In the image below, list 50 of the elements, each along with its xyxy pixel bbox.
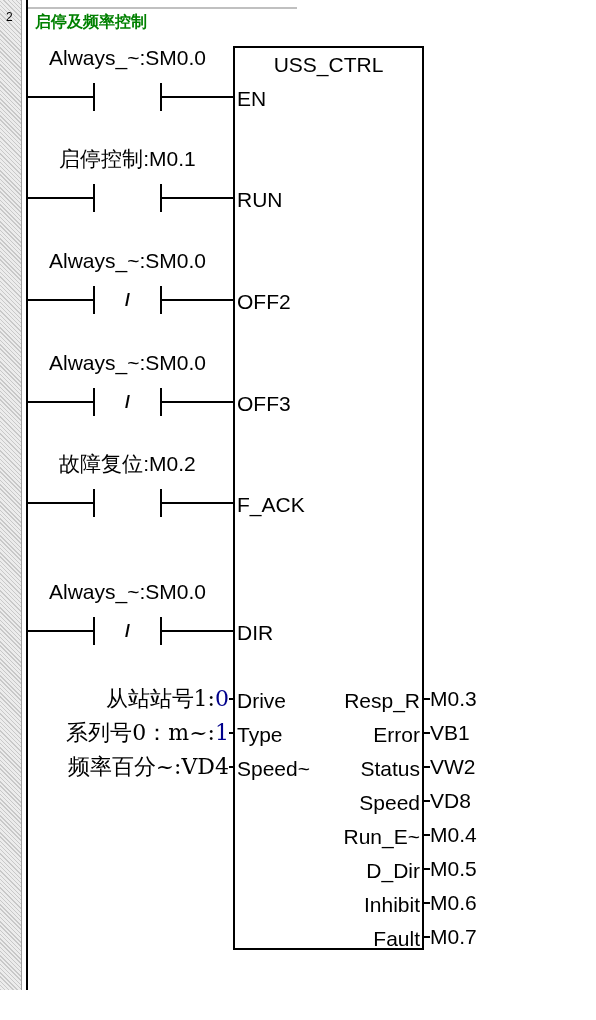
- pin-label: EN: [237, 86, 323, 112]
- wire: [27, 299, 94, 301]
- pin-label: RUN: [237, 187, 323, 213]
- pin-label: OFF3: [237, 391, 323, 417]
- wire: [27, 197, 94, 199]
- normally-closed-contact: /: [93, 388, 162, 416]
- contact-label: Always_~:SM0.0: [48, 45, 207, 71]
- wire: [27, 401, 94, 403]
- pin-label: Resp_R: [320, 688, 420, 714]
- block-title: USS_CTRL: [272, 52, 385, 78]
- pin-label: Error: [320, 722, 420, 748]
- normally-closed-contact: /: [93, 617, 162, 645]
- operand-label: VB1: [430, 720, 496, 746]
- pin-label: DIR: [237, 620, 323, 646]
- pin-label: Speed~: [237, 756, 323, 782]
- wire: [27, 630, 94, 632]
- contact-label: 故障复位:M0.2: [58, 451, 197, 477]
- pin-label: F_ACK: [237, 492, 323, 518]
- operand-label: 从站站号1:0: [30, 685, 229, 713]
- pin-label: Run_E~: [320, 824, 420, 850]
- network-title: 启停及频率控制: [35, 12, 147, 32]
- contact-label: Always_~:SM0.0: [48, 248, 207, 274]
- operand-label: VD8: [430, 788, 496, 814]
- normally-open-contact: [93, 83, 162, 111]
- normally-closed-contact: /: [93, 286, 162, 314]
- network-number: 2: [6, 10, 13, 24]
- operand-label: VW2: [430, 754, 496, 780]
- operand-label: M0.5: [430, 856, 496, 882]
- operand-label: M0.7: [430, 924, 496, 950]
- pin-label: OFF2: [237, 289, 323, 315]
- pin-label: Fault: [320, 926, 420, 952]
- operand-label: M0.4: [430, 822, 496, 848]
- pin-label: Speed: [320, 790, 420, 816]
- pin-label: Status: [320, 756, 420, 782]
- pin-label: Type: [237, 722, 323, 748]
- normally-open-contact: [93, 184, 162, 212]
- pin-label: Drive: [237, 688, 323, 714]
- operand-label: 系列号0：m~:1: [30, 719, 229, 747]
- operand-label: M0.6: [430, 890, 496, 916]
- function-block: [233, 46, 424, 950]
- wire: [27, 96, 94, 98]
- normally-open-contact: [93, 489, 162, 517]
- operand-label: M0.3: [430, 686, 496, 712]
- contact-label: Always_~:SM0.0: [48, 579, 207, 605]
- operand-label: 频率百分~:VD4: [30, 753, 229, 781]
- contact-label: Always_~:SM0.0: [48, 350, 207, 376]
- pin-label: Inhibit: [320, 892, 420, 918]
- pin-label: D_Dir: [320, 858, 420, 884]
- wire: [27, 502, 94, 504]
- contact-label: 启停控制:M0.1: [58, 146, 197, 172]
